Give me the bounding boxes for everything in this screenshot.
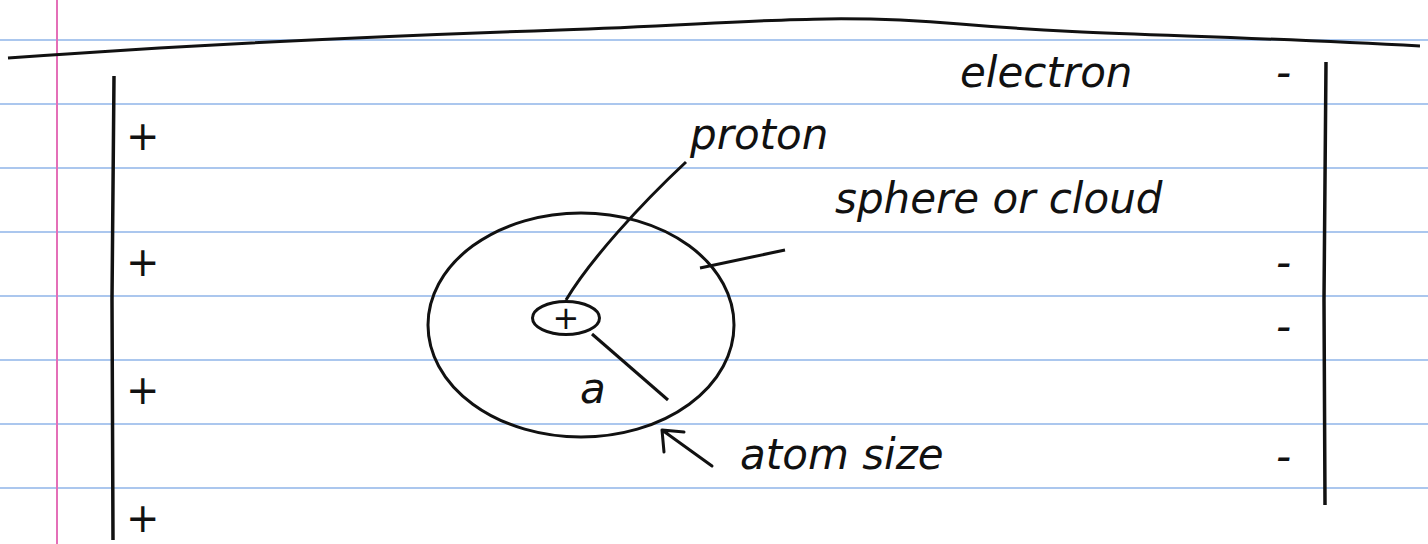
minus-sign: -	[1276, 306, 1291, 348]
ruled-lines	[0, 40, 1428, 488]
plus-sign: +	[126, 498, 160, 538]
part-label: electron	[960, 52, 1133, 94]
minus-sign: -	[1276, 436, 1291, 478]
electron-cloud	[428, 213, 734, 437]
part-label: proton	[690, 114, 828, 156]
charge-sign: +	[553, 302, 580, 334]
wavy-border	[8, 19, 1420, 58]
dimension-label: a	[580, 368, 606, 410]
negative-plate	[1324, 62, 1326, 505]
margin-line	[56, 0, 58, 544]
proton-leader	[566, 162, 686, 300]
part-label: atom size	[740, 434, 944, 476]
cloud-leader	[700, 250, 785, 268]
atom-size-arrow	[662, 430, 712, 466]
plus-sign: +	[126, 242, 160, 282]
part-label: sphere or cloud	[835, 178, 1163, 220]
minus-sign: -	[1276, 242, 1291, 284]
minus-sign: -	[1276, 52, 1291, 94]
plus-sign: +	[126, 116, 160, 156]
positive-plate	[112, 76, 114, 540]
proton-circle: +	[531, 300, 601, 336]
plus-sign: +	[126, 370, 160, 410]
